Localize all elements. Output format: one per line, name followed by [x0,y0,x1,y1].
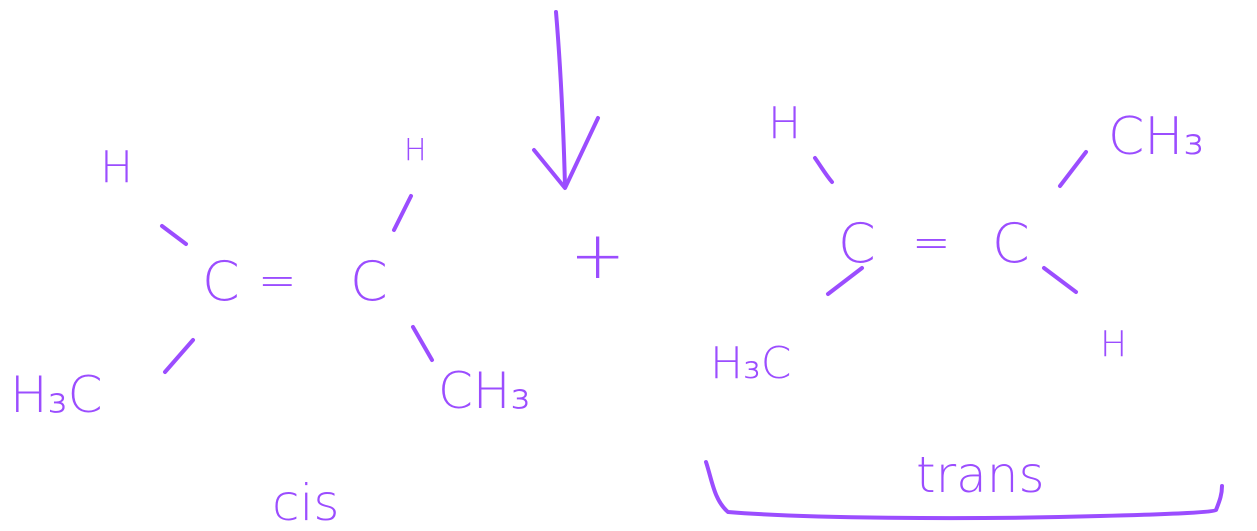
reaction-arrow [532,10,600,190]
cis-bond-bottom-right [411,325,434,362]
trans-left-carbon: C [838,212,876,275]
cis-bond-top-right [392,194,413,232]
cis-top-right-substituent: H [404,133,427,168]
trans-bond-top-left [813,156,834,184]
cis-bottom-right-substituent: CH₃ [438,362,531,420]
trans-bottom-left-substituent: H₃C [710,338,791,389]
cis-double-bond: = [258,253,297,307]
cis-top-left-substituent: H [100,142,133,193]
trans-bond-bottom-right [1042,266,1078,294]
cis-bond-top-left [160,224,188,246]
cis-molecule: H C = C H H₃C CH₃ cis [10,133,531,531]
plus-sign: + [570,217,625,294]
cis-bond-bottom-left [163,338,195,374]
cis-left-carbon: C [202,250,240,313]
trans-bracket [704,460,1224,521]
trans-top-right-substituent: CH₃ [1108,107,1204,167]
cis-right-carbon: C [350,250,388,313]
trans-bond-top-right [1058,150,1088,188]
cis-bottom-left-substituent: H₃C [10,366,103,424]
cis-caption: cis [272,474,339,531]
trans-right-carbon: C [992,212,1030,275]
trans-molecule: H C = C CH₃ H₃C H trans [704,98,1224,521]
trans-bond-bottom-left [826,266,864,296]
trans-caption: trans [916,446,1045,504]
trans-top-left-substituent: H [768,98,801,149]
trans-bottom-right-substituent: H [1100,324,1127,365]
trans-double-bond: = [912,215,951,269]
